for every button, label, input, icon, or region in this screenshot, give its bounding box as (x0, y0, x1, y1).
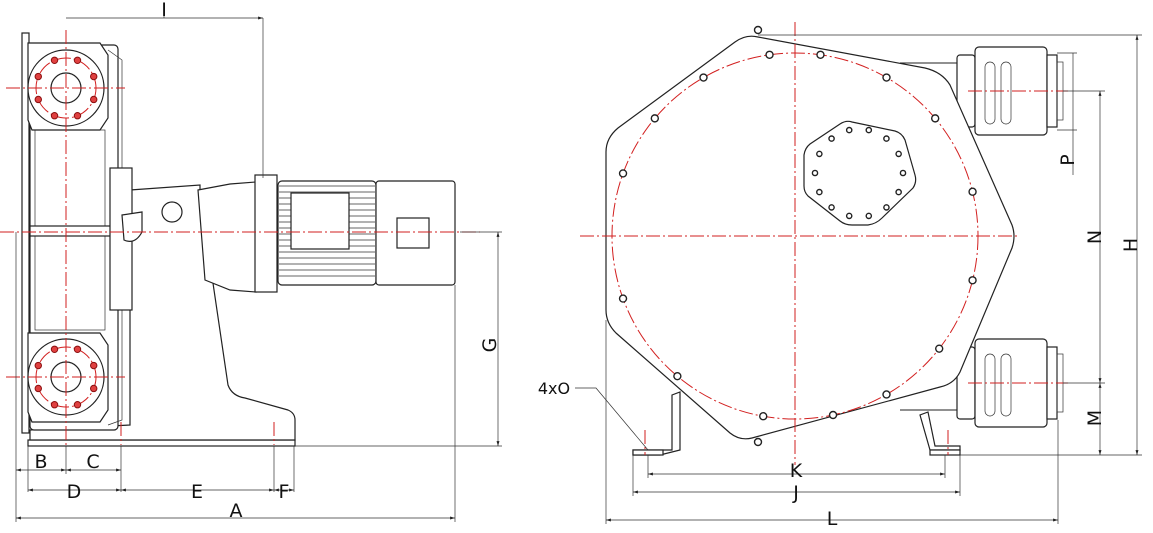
dim-label-h: H (1120, 238, 1142, 252)
pump-split-line (29, 225, 117, 237)
cover-bolt (828, 135, 835, 142)
dim-label-b: B (34, 451, 47, 473)
cover-bolt (895, 188, 902, 196)
casing-bolt-hole (650, 114, 660, 123)
flange-bolt (34, 361, 42, 370)
flange-bolt (73, 345, 82, 353)
flange-bolt (34, 72, 42, 81)
motor-flange (254, 174, 278, 293)
back-plate (21, 32, 30, 434)
right-foot (919, 411, 961, 451)
lifting-hole (753, 437, 763, 447)
flange-bolt (73, 112, 82, 120)
casing-bolt-hole (673, 371, 682, 381)
cover-bolt (899, 169, 907, 177)
casing-bolt-hole (765, 50, 774, 59)
casing-bolt-hole (699, 73, 708, 82)
flange-bolt (50, 112, 59, 120)
casing-bolt-hole (882, 73, 891, 82)
flange-bolt (73, 401, 82, 409)
dim-label-g: G (479, 338, 501, 353)
cover-bolt (883, 135, 890, 142)
cover-bolt (883, 204, 890, 211)
pump-casing (605, 35, 1015, 440)
base-plate (27, 439, 296, 447)
lifting-hole (753, 25, 763, 35)
shaft-coupling (121, 211, 143, 242)
casing-bolt-hole (930, 114, 940, 123)
terminal-box (290, 192, 350, 250)
cover-bolt (828, 204, 835, 211)
dim-label-f: F (279, 481, 290, 503)
dim-label-j: J (792, 482, 799, 504)
flange-bolt (50, 401, 59, 409)
cover-bolt (816, 188, 823, 196)
casing-bolt-hole (968, 276, 977, 285)
right-foot-pad (929, 449, 961, 456)
casing-bolt-hole (759, 412, 768, 421)
dim-label-k: K (790, 460, 803, 482)
pedestal (29, 184, 296, 441)
dimension-lines (15, 5, 502, 522)
dim-label-d: D (67, 481, 82, 503)
dim-label-n: N (1084, 230, 1106, 244)
casing-bolt-hole (618, 169, 628, 178)
flange-bolt (34, 384, 42, 393)
flange-bolt (34, 95, 42, 104)
casing-bolt-holes (618, 25, 977, 447)
inspection-cover (803, 120, 917, 226)
dim-label-a: A (230, 500, 243, 522)
hole-callout-leader (575, 387, 649, 451)
hole-callout-label: 4xO (538, 379, 570, 398)
cover-bolt (811, 169, 819, 177)
cover-bolt (845, 212, 853, 220)
cover-bolt (895, 150, 902, 158)
flange-bolt (90, 95, 98, 104)
flange-bolt (90, 361, 98, 370)
front-dimension-lines (575, 34, 1142, 524)
cover-bolt (845, 126, 853, 134)
flange-bolt (50, 345, 59, 353)
cover-bolt (816, 150, 823, 158)
front-view: 4xO K J L P N H M (538, 22, 1142, 530)
casing-bolt-hole (882, 390, 891, 399)
gearbox (197, 181, 257, 293)
lower-port (900, 338, 1064, 428)
casing-bolt-hole (816, 50, 825, 59)
dim-label-m: M (1084, 410, 1106, 426)
flange-bolt (90, 384, 98, 393)
flange-bolt (73, 56, 82, 64)
dim-label-e: E (191, 481, 203, 503)
cover-bolt (865, 126, 873, 134)
inspection-cover-bolts (811, 126, 907, 220)
nameplate-box (396, 217, 430, 249)
lifting-eye (161, 201, 183, 223)
flange-bolt (90, 72, 98, 81)
dim-label-c: C (86, 451, 99, 473)
casing-bolt-hole (828, 410, 838, 420)
left-foot (632, 391, 681, 456)
left-foot-pad (632, 449, 664, 456)
dim-label-p: P (1057, 154, 1079, 165)
casing-bolt-hole (935, 344, 944, 353)
dim-label-l: L (827, 508, 838, 530)
flange-bolt (50, 56, 59, 64)
upper-port-flange (27, 42, 109, 131)
casing-bolt-hole (618, 294, 628, 303)
cover-bolt (865, 212, 873, 220)
dim-label-i: I (161, 0, 167, 21)
side-view: I B C D E F A G (0, 0, 502, 522)
casing-bolt-hole (968, 187, 977, 196)
